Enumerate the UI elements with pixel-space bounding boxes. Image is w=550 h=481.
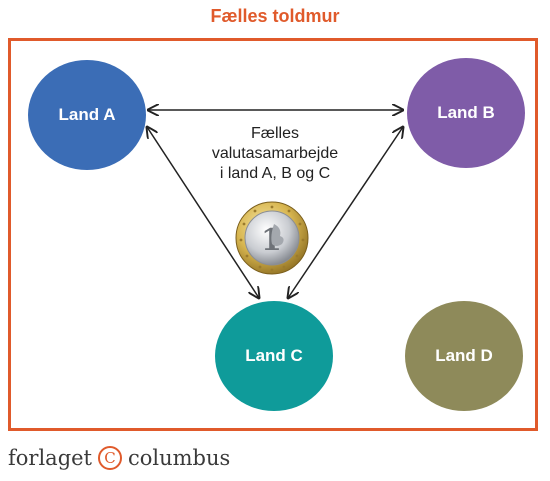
publisher-logo: forlaget C columbus: [8, 446, 230, 470]
publisher-name-left: forlaget: [8, 446, 92, 470]
country-land-d: Land D: [405, 301, 523, 411]
country-label: Land C: [245, 346, 303, 365]
arrow-a-c: [147, 127, 259, 298]
country-land-a: Land A: [28, 60, 146, 170]
country-label: Land B: [437, 103, 495, 122]
publisher-name-right: columbus: [128, 446, 231, 470]
country-label: Land A: [58, 105, 116, 124]
diagram-title: Fælles toldmur: [210, 6, 340, 26]
euro-coin-icon: 1: [235, 201, 309, 275]
customs-union-frame: [8, 38, 538, 431]
copyright-icon: C: [98, 446, 122, 470]
arrow-b-c: [288, 127, 403, 298]
country-land-b: Land B: [407, 58, 525, 168]
country-label: Land D: [435, 346, 493, 365]
country-land-c: Land C: [215, 301, 333, 411]
